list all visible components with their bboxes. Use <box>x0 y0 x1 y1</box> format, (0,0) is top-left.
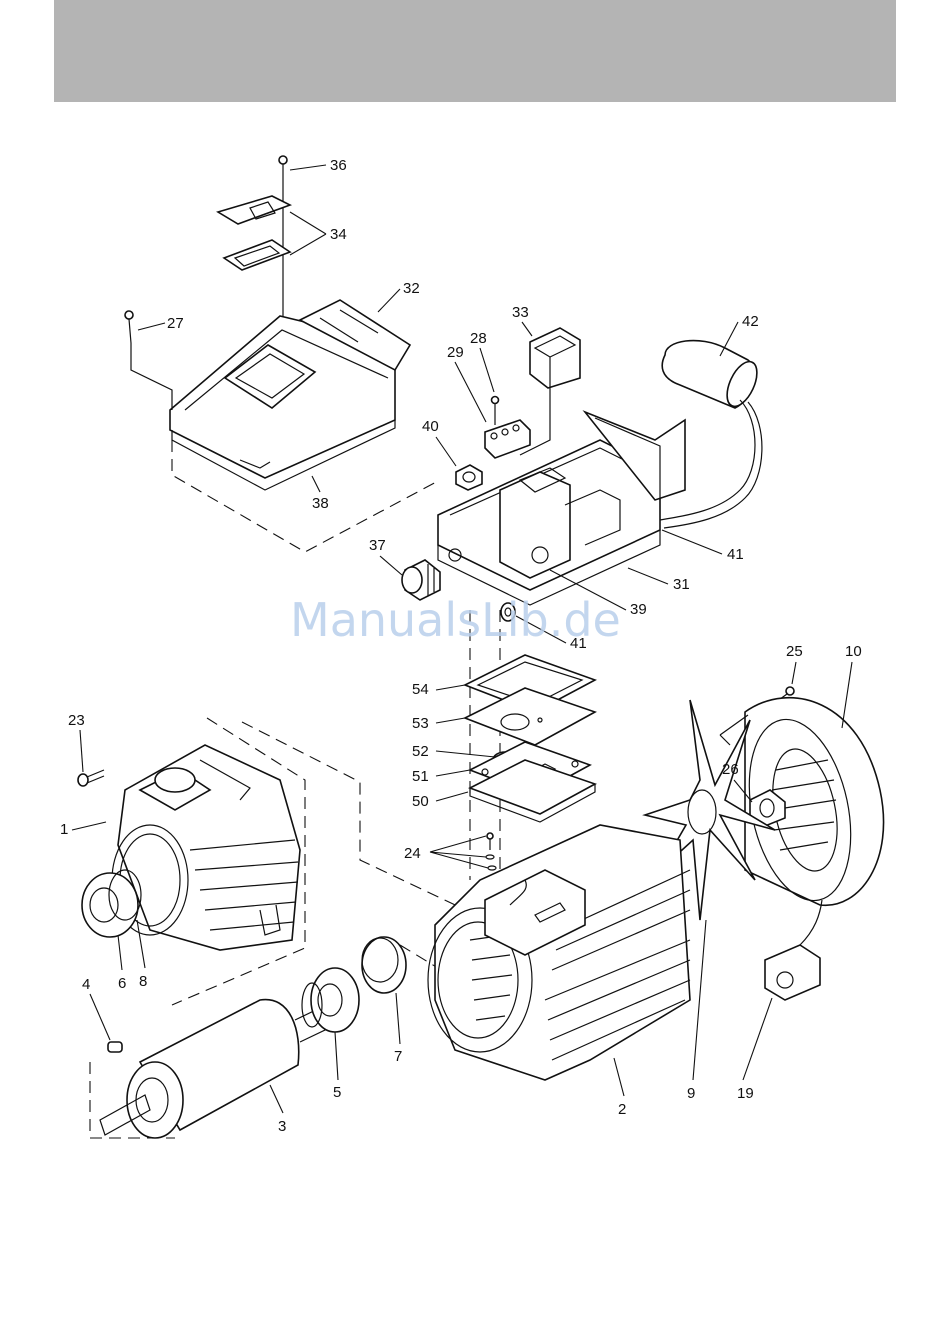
label-53: 53 <box>412 715 429 732</box>
gasket-53 <box>465 688 595 745</box>
spring-washer-7 <box>362 937 406 993</box>
label-26: 26 <box>722 761 739 778</box>
watermark-text: ManualsLib.de <box>290 593 621 647</box>
screw-36 <box>279 156 287 320</box>
label-3: 3 <box>278 1118 286 1135</box>
key-4 <box>108 1042 122 1052</box>
label-42: 42 <box>742 313 759 330</box>
label-8: 8 <box>139 973 147 990</box>
screw-23 <box>78 770 104 786</box>
label-51: 51 <box>412 768 429 785</box>
label-23: 23 <box>68 712 85 729</box>
end-shield-housing-1 <box>112 745 300 950</box>
nut-40 <box>456 465 482 490</box>
stator-housing-2 <box>428 825 690 1080</box>
label-40: 40 <box>422 418 439 435</box>
label-2: 2 <box>618 1101 626 1118</box>
label-54: 54 <box>412 681 429 698</box>
rotor-3 <box>100 1000 325 1138</box>
label-28: 28 <box>470 330 487 347</box>
label-4: 4 <box>82 976 90 993</box>
label-52: 52 <box>412 743 429 760</box>
label-41a: 41 <box>727 546 744 563</box>
label-34: 34 <box>330 226 347 243</box>
plug-19 <box>765 900 822 1000</box>
label-5: 5 <box>333 1084 341 1101</box>
label-10: 10 <box>845 643 862 660</box>
label-36: 36 <box>330 157 347 174</box>
label-31: 31 <box>673 576 690 593</box>
label-38: 38 <box>312 495 329 512</box>
label-25: 25 <box>786 643 803 660</box>
label-33: 33 <box>512 304 529 321</box>
label-9: 9 <box>687 1085 695 1102</box>
label-39: 39 <box>630 601 647 618</box>
label-50: 50 <box>412 793 429 810</box>
label-6: 6 <box>118 975 126 992</box>
label-27: 27 <box>167 315 184 332</box>
label-1: 1 <box>60 821 68 838</box>
screws-24 <box>486 833 496 870</box>
terminal-block-29 <box>485 397 530 459</box>
switch-cover-34 <box>218 196 290 270</box>
label-29: 29 <box>447 344 464 361</box>
screw-27 <box>125 311 172 410</box>
label-19: 19 <box>737 1085 754 1102</box>
terminal-cover-32 <box>170 300 410 490</box>
bearing-5 <box>302 968 359 1032</box>
label-32: 32 <box>403 280 420 297</box>
label-37: 37 <box>369 537 386 554</box>
label-7: 7 <box>394 1048 402 1065</box>
label-24: 24 <box>404 845 421 862</box>
